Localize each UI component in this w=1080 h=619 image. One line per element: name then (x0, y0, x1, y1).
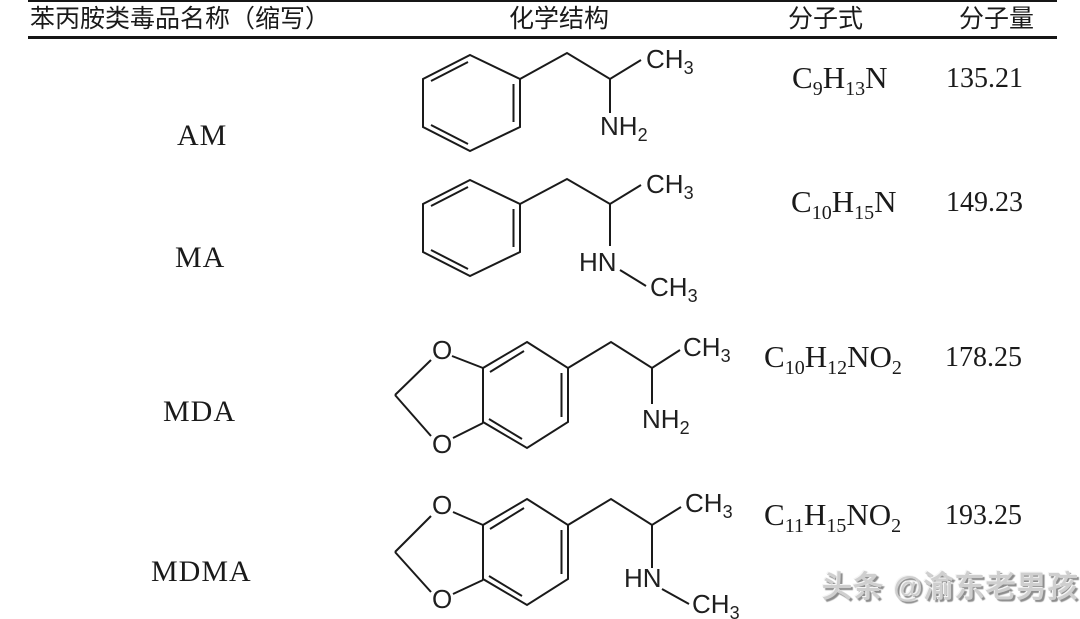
molecular-formula-am: C9H13N (792, 60, 888, 100)
benzene-ring (422, 178, 521, 278)
molecular-formula-mda: C10H12NO2 (764, 339, 902, 379)
methylenedioxy-ring (394, 355, 484, 439)
methyl-label: CH3 (646, 44, 694, 78)
methylenedioxy-ring (394, 511, 484, 595)
amine-label: NH2 (642, 404, 690, 438)
drug-name-am: AM (177, 119, 228, 152)
oxygen-bottom-label: O (432, 429, 453, 459)
benzene-ring (482, 497, 569, 607)
n-methyl-label: CH3 (650, 272, 698, 306)
methyl-label: CH3 (685, 488, 733, 522)
column-header-formula: 分子式 (788, 6, 864, 33)
molecular-formula-mdma: C11H15NO2 (764, 497, 902, 537)
structure-mdma (394, 497, 690, 607)
structure-methamphetamine (422, 177, 647, 287)
side-chain-bonds (567, 497, 690, 605)
column-header-structure: 化学结构 (509, 6, 610, 33)
methyl-label: CH3 (683, 332, 731, 366)
amine-label: HN (579, 247, 617, 277)
oxygen-top-label: O (432, 490, 453, 520)
oxygen-bottom-label: O (432, 584, 453, 614)
n-methyl-label: CH3 (692, 589, 740, 619)
column-header-name: 苯丙胺类毒品名称（缩写） (30, 6, 331, 33)
table-top-rule (28, 0, 1057, 2)
side-chain-bonds (519, 177, 647, 287)
structure-mda (394, 340, 681, 450)
header-divider-rule (28, 36, 1057, 39)
benzene-ring (422, 53, 521, 153)
molecular-weight-mda: 178.25 (945, 342, 1022, 373)
drug-name-mdma: MDMA (151, 555, 252, 588)
drug-name-ma: MA (175, 241, 226, 274)
molecular-weight-ma: 149.23 (946, 187, 1023, 218)
oxygen-top-label: O (432, 335, 453, 365)
structure-amphetamine (422, 51, 642, 153)
benzene-ring (482, 340, 569, 450)
drug-name-mda: MDA (163, 395, 237, 428)
molecular-weight-mdma: 193.25 (945, 500, 1022, 531)
column-header-weight: 分子量 (959, 6, 1035, 33)
amine-label: NH2 (600, 111, 648, 145)
side-chain-bonds (519, 51, 642, 113)
side-chain-bonds (567, 340, 681, 404)
molecular-formula-ma: C10H15N (791, 184, 897, 224)
toutiao-watermark: 头条 @渝东老男孩 (822, 571, 1079, 604)
amine-label: HN (624, 563, 662, 593)
methyl-label: CH3 (646, 169, 694, 203)
molecular-weight-am: 135.21 (946, 63, 1023, 94)
